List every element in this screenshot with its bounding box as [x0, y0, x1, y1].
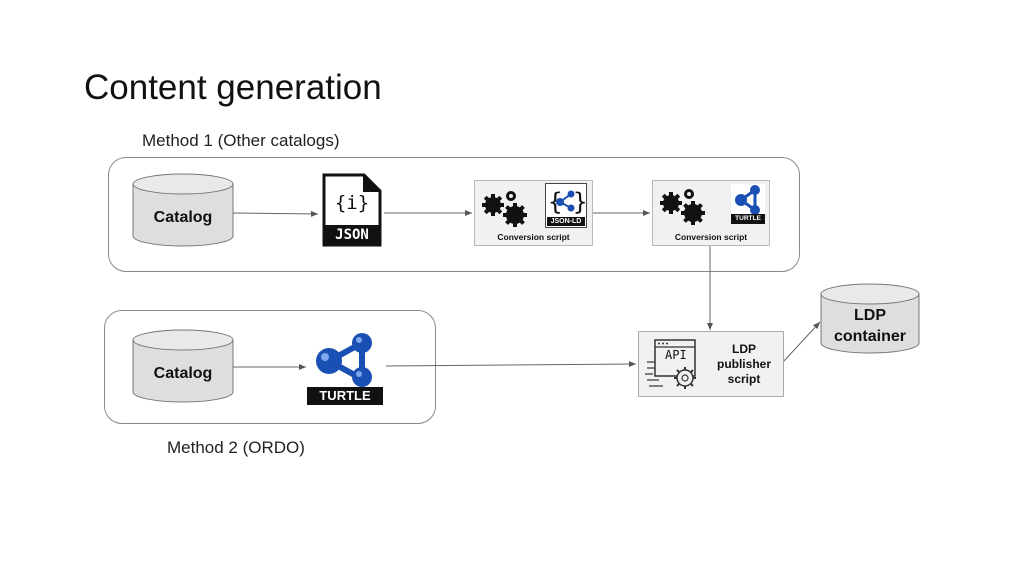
api-label: API	[665, 348, 687, 362]
method2-label: Method 2 (ORDO)	[167, 438, 305, 457]
page-title: Content generation	[84, 68, 382, 107]
catalog2-cylinder: Catalog	[132, 329, 234, 404]
catalog2-label: Catalog	[153, 365, 213, 382]
json-braces: {i}	[334, 192, 370, 214]
turtle-large-label: TURTLE	[307, 387, 383, 405]
conversion-script-1: { } JSON-LD Conversion script	[474, 180, 593, 246]
ldp-container-label-line2: container	[833, 328, 906, 345]
conversion-script-2: TURTLE Conversion script	[652, 180, 770, 246]
ldp-publisher-script: API LDP publisher script	[638, 331, 784, 397]
arrow-turtle-to-publisher	[385, 361, 637, 368]
svg-text:{: {	[548, 188, 562, 216]
ldp-container-label: LDP container	[820, 305, 920, 347]
database-icon	[132, 173, 234, 247]
arrow-publisher-to-ldp	[782, 321, 821, 363]
conversion-script-1-label: Conversion script	[497, 232, 570, 242]
conversion-script-2-label: Conversion script	[674, 232, 748, 242]
jsonld-badge: { } JSON-LD	[545, 183, 587, 228]
publisher-label: LDP publisher script	[705, 342, 783, 387]
method1-label: Method 1 (Other catalogs)	[142, 131, 340, 150]
arrow-catalog1-to-json	[232, 210, 319, 217]
catalog1-label: Catalog	[153, 209, 213, 226]
jsonld-badge-label: JSON-LD	[547, 217, 585, 226]
json-badge-label: JSON	[335, 227, 369, 243]
publisher-label-line1: LDP	[732, 342, 756, 356]
gears-icon	[482, 191, 527, 227]
database-icon	[132, 329, 234, 403]
json-file-icon: {i} JSON	[322, 173, 382, 247]
api-icon	[645, 339, 696, 389]
turtle-small-label: TURTLE	[731, 214, 765, 224]
publisher-label-line3: script	[727, 372, 761, 386]
turtle-small-badge: TURTLE	[731, 184, 765, 224]
turtle-large-badge: TURTLE	[307, 331, 383, 405]
jsonld-icon: { }	[548, 188, 587, 216]
catalog1-cylinder: Catalog	[132, 173, 234, 248]
ldp-container-cylinder: LDP container	[820, 283, 920, 355]
publisher-label-line2: publisher	[716, 357, 771, 371]
turtle-icon	[316, 333, 372, 387]
database-icon	[820, 283, 920, 354]
svg-text:}: }	[573, 188, 586, 216]
gears-icon	[660, 189, 705, 225]
ldp-container-label-line1: LDP	[854, 307, 886, 324]
turtle-icon	[735, 185, 760, 215]
